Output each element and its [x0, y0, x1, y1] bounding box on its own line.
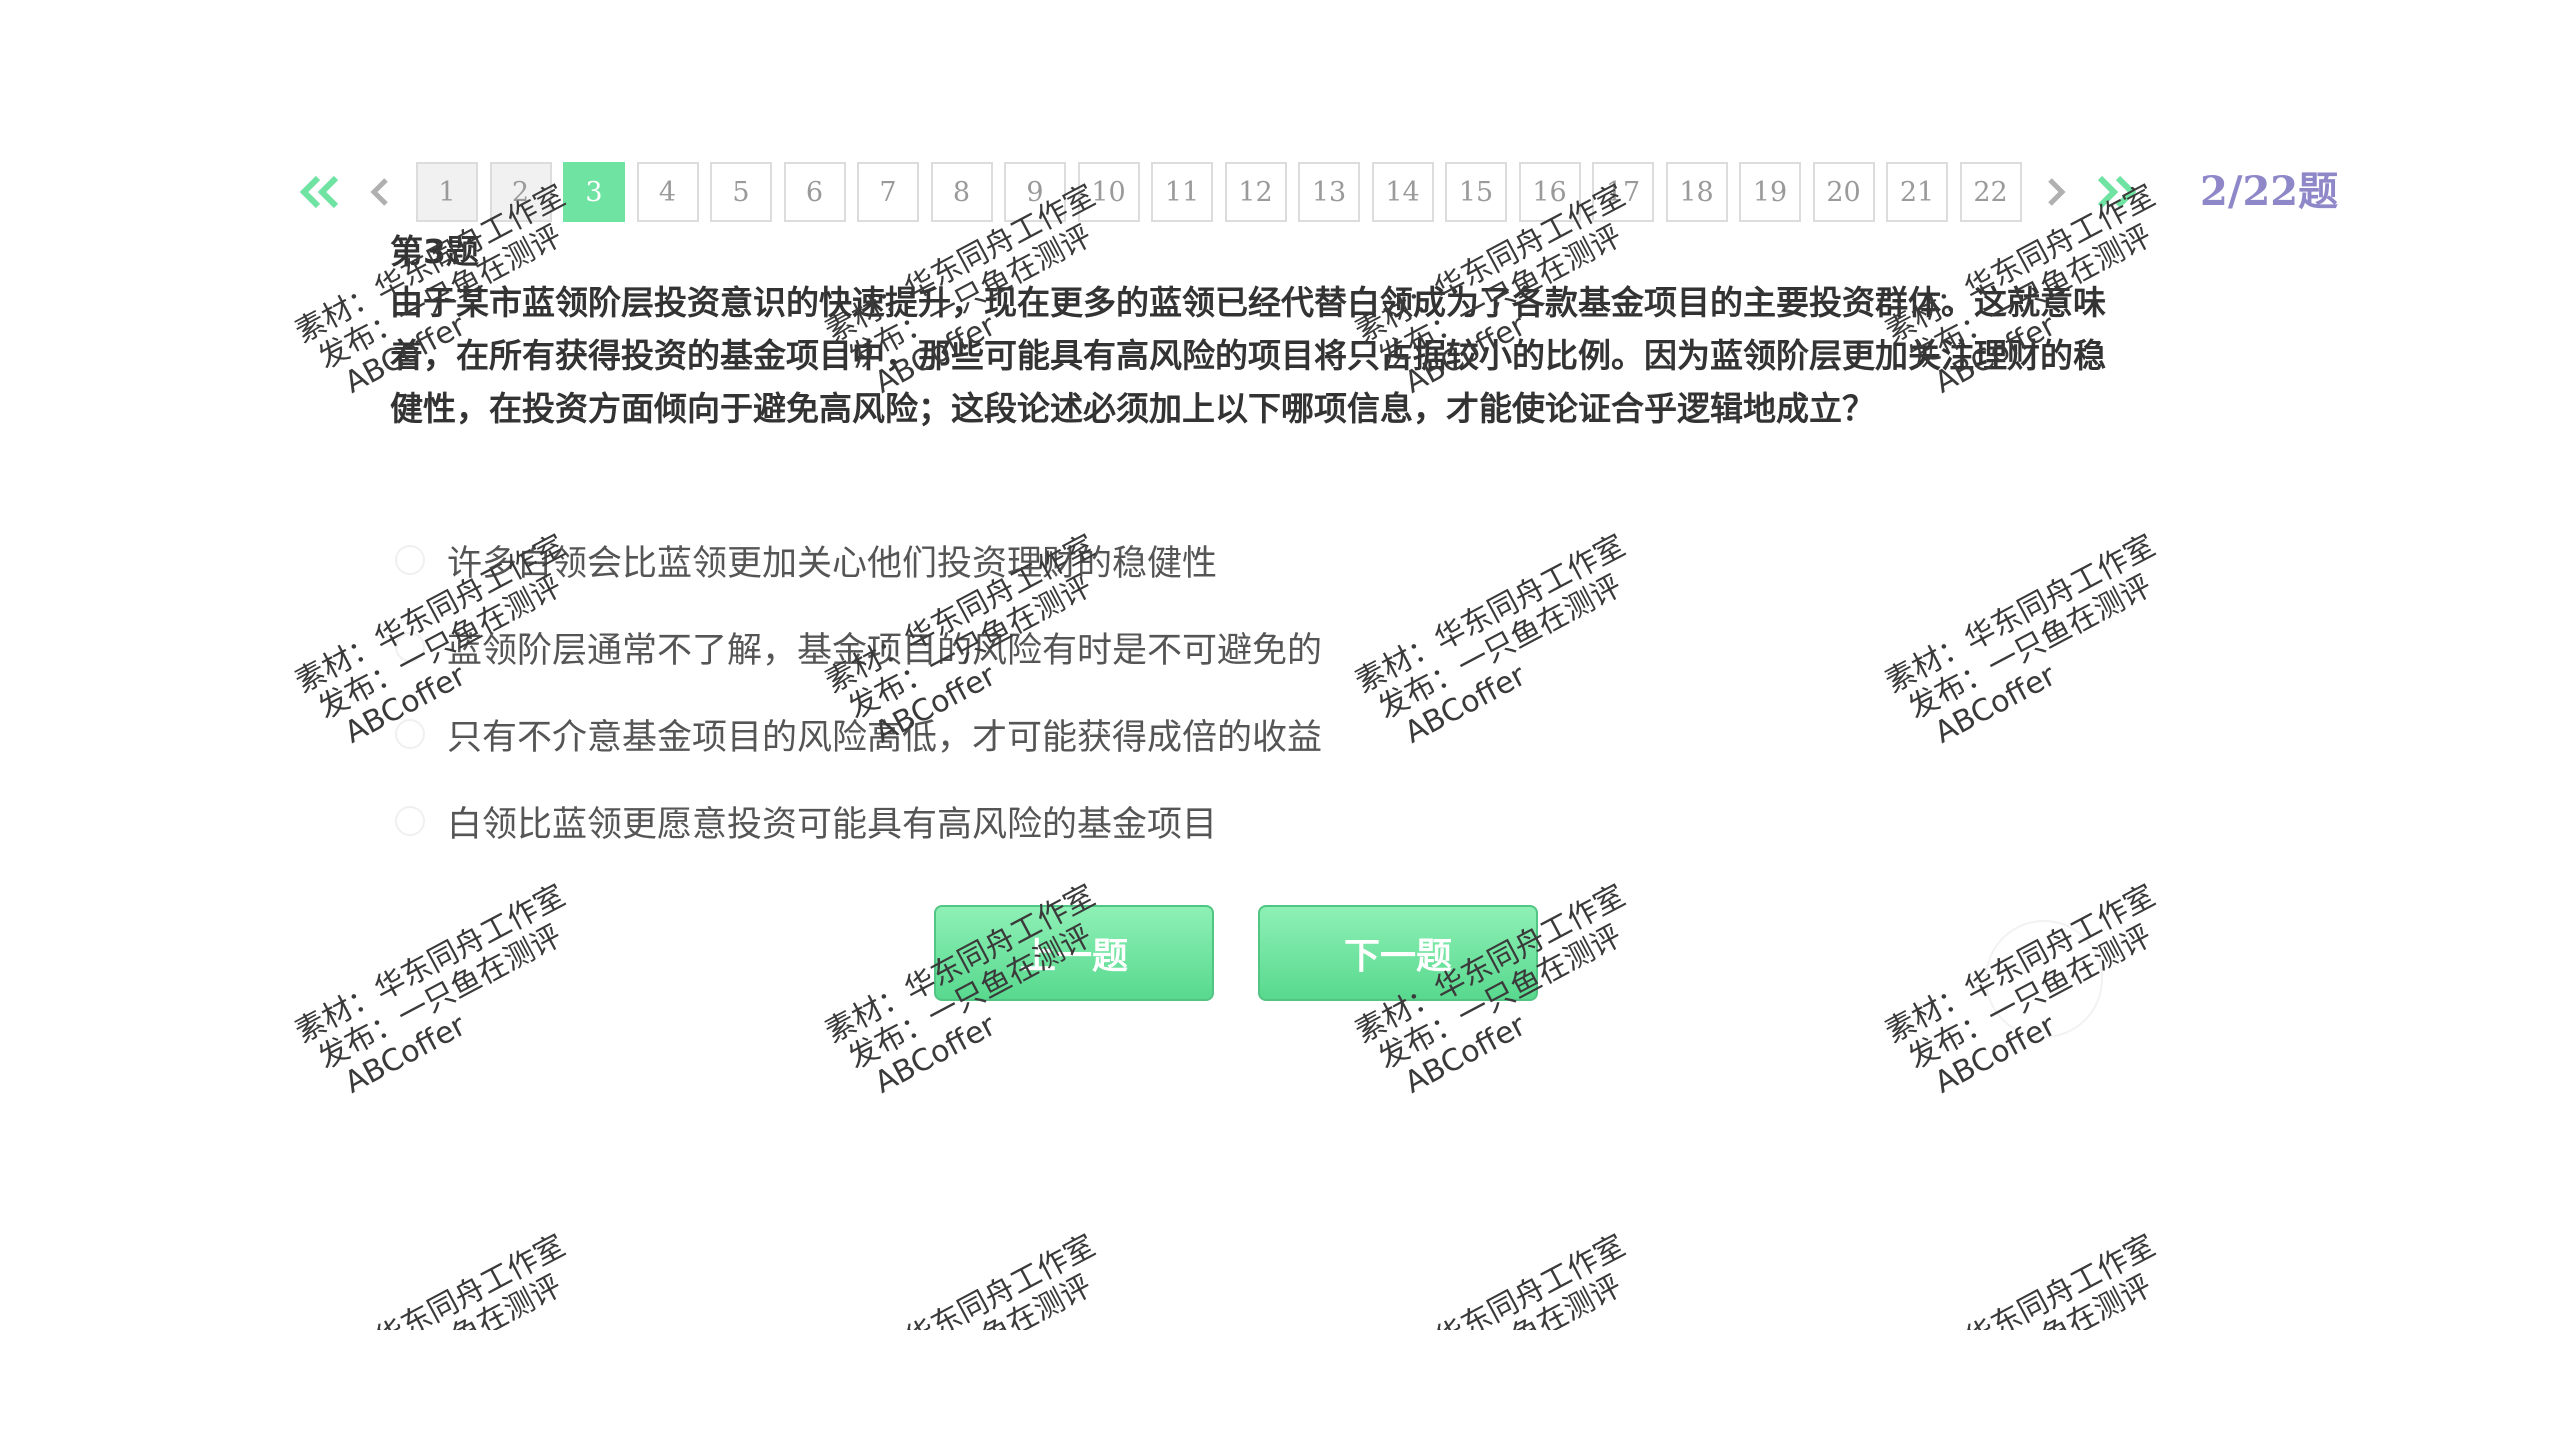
- page-button-11[interactable]: 11: [1151, 162, 1213, 222]
- option-a[interactable]: 许多白领会比蓝领更加关心他们投资理财的稳健性: [395, 530, 1895, 590]
- option-d-label: 白领比蓝领更愿意投资可能具有高风险的基金项目: [447, 804, 1218, 845]
- page-button-2[interactable]: 2: [489, 162, 552, 222]
- page-button-18[interactable]: 18: [1665, 162, 1728, 222]
- question-number: 第3题: [390, 232, 479, 271]
- page-button-8[interactable]: 8: [930, 162, 993, 222]
- last-page-button[interactable]: [2086, 160, 2146, 224]
- next-question-button[interactable]: 下一题: [1258, 905, 1538, 1001]
- answer-options: 许多白领会比蓝领更加关心他们投资理财的稳健性 蓝领阶层通常不了解，基金项目的风险…: [395, 530, 1895, 878]
- watermark-line3: ABCoffer: [852, 1275, 1159, 1330]
- page-button-1[interactable]: 1: [416, 162, 478, 222]
- watermark-line2: 发布：一只鱼在测评: [1896, 1245, 2203, 1330]
- option-d-radio[interactable]: [395, 806, 425, 836]
- page-button-5[interactable]: 5: [710, 162, 772, 222]
- watermark-line2: 发布：一只鱼在测评: [1902, 568, 2158, 727]
- watermark-line1: 素材：华东同舟工作室: [1349, 1228, 1631, 1330]
- next-page-button[interactable]: [2034, 160, 2078, 224]
- option-c-radio[interactable]: [395, 719, 425, 749]
- chevron-right-icon: [2047, 178, 2066, 206]
- watermark-line2: 发布：一只鱼在测评: [312, 918, 568, 1077]
- page-button-15[interactable]: 15: [1445, 162, 1507, 222]
- watermark-line3: ABCoffer: [1929, 658, 2062, 751]
- chevron-left-icon: [370, 178, 388, 206]
- page-button-13[interactable]: 13: [1298, 162, 1360, 222]
- page-button-9[interactable]: 9: [1004, 162, 1066, 222]
- first-page-button[interactable]: [290, 160, 350, 224]
- option-d[interactable]: 白领比蓝领更愿意投资可能具有高风险的基金项目: [395, 791, 1895, 851]
- option-c-label: 只有不介意基金项目的风险高低，才可能获得成倍的收益: [447, 717, 1323, 758]
- double-chevron-right-icon: [2097, 175, 2136, 209]
- option-b-label: 蓝领阶层通常不了解，基金项目的风险有时是不可避免的: [447, 630, 1323, 671]
- faint-stamp-circle: [1985, 920, 2103, 1038]
- watermark-line3: ABCoffer: [339, 1008, 472, 1101]
- watermark-line1: 素材：华东同舟工作室: [819, 1228, 1101, 1330]
- page-button-3[interactable]: 3: [563, 162, 625, 222]
- page-button-22[interactable]: 22: [1959, 162, 2022, 222]
- watermark-line1: 素材：华东同舟工作室: [289, 1228, 571, 1330]
- page-button-16[interactable]: 16: [1518, 162, 1581, 222]
- page-button-4[interactable]: 4: [636, 162, 699, 222]
- watermark-line1: 素材：华东同舟工作室: [289, 878, 571, 1051]
- question-block: 第3题 由于某市蓝领阶层投资意识的快速提升，现在更多的蓝领已经代替白领成为了各款…: [390, 228, 2120, 435]
- watermark-line1: 素材：华东同舟工作室: [1879, 1228, 2161, 1330]
- page-button-19[interactable]: 19: [1739, 162, 1801, 222]
- watermark-line2: 发布：一只鱼在测评: [836, 1245, 1143, 1330]
- watermark-line3: ABCoffer: [1912, 1275, 2219, 1330]
- question-text: 由于某市蓝领阶层投资意识的快速提升，现在更多的蓝领已经代替白领成为了各款基金项目…: [390, 283, 2106, 428]
- option-c[interactable]: 只有不介意基金项目的风险高低，才可能获得成倍的收益: [395, 704, 1895, 764]
- page-button-14[interactable]: 14: [1371, 162, 1434, 222]
- watermark-line2: 发布：一只鱼在测评: [306, 1245, 613, 1330]
- watermark-line2: 发布：一只鱼在测评: [1366, 1245, 1673, 1330]
- prev-question-button[interactable]: 上一题: [934, 905, 1214, 1001]
- watermark-line3: ABCoffer: [322, 1275, 629, 1330]
- watermark-line1: 素材：华东同舟工作室: [1879, 528, 2161, 701]
- page-button-7[interactable]: 7: [857, 162, 919, 222]
- page-button-10[interactable]: 10: [1077, 162, 1140, 222]
- option-b[interactable]: 蓝领阶层通常不了解，基金项目的风险有时是不可避免的: [395, 617, 1895, 677]
- option-b-radio[interactable]: [395, 632, 425, 662]
- page-button-6[interactable]: 6: [783, 162, 846, 222]
- page-button-21[interactable]: 21: [1886, 162, 1948, 222]
- page-button-12[interactable]: 12: [1224, 162, 1287, 222]
- page-button-20[interactable]: 20: [1812, 162, 1875, 222]
- page-button-17[interactable]: 17: [1592, 162, 1654, 222]
- watermark-line3: ABCoffer: [1382, 1275, 1689, 1330]
- option-a-label: 许多白领会比蓝领更加关心他们投资理财的稳健性: [447, 543, 1218, 584]
- double-chevron-left-icon: [299, 175, 339, 209]
- prev-page-button[interactable]: [358, 160, 402, 224]
- progress-counter: 2/22题: [2200, 168, 2339, 215]
- option-a-radio[interactable]: [395, 545, 425, 575]
